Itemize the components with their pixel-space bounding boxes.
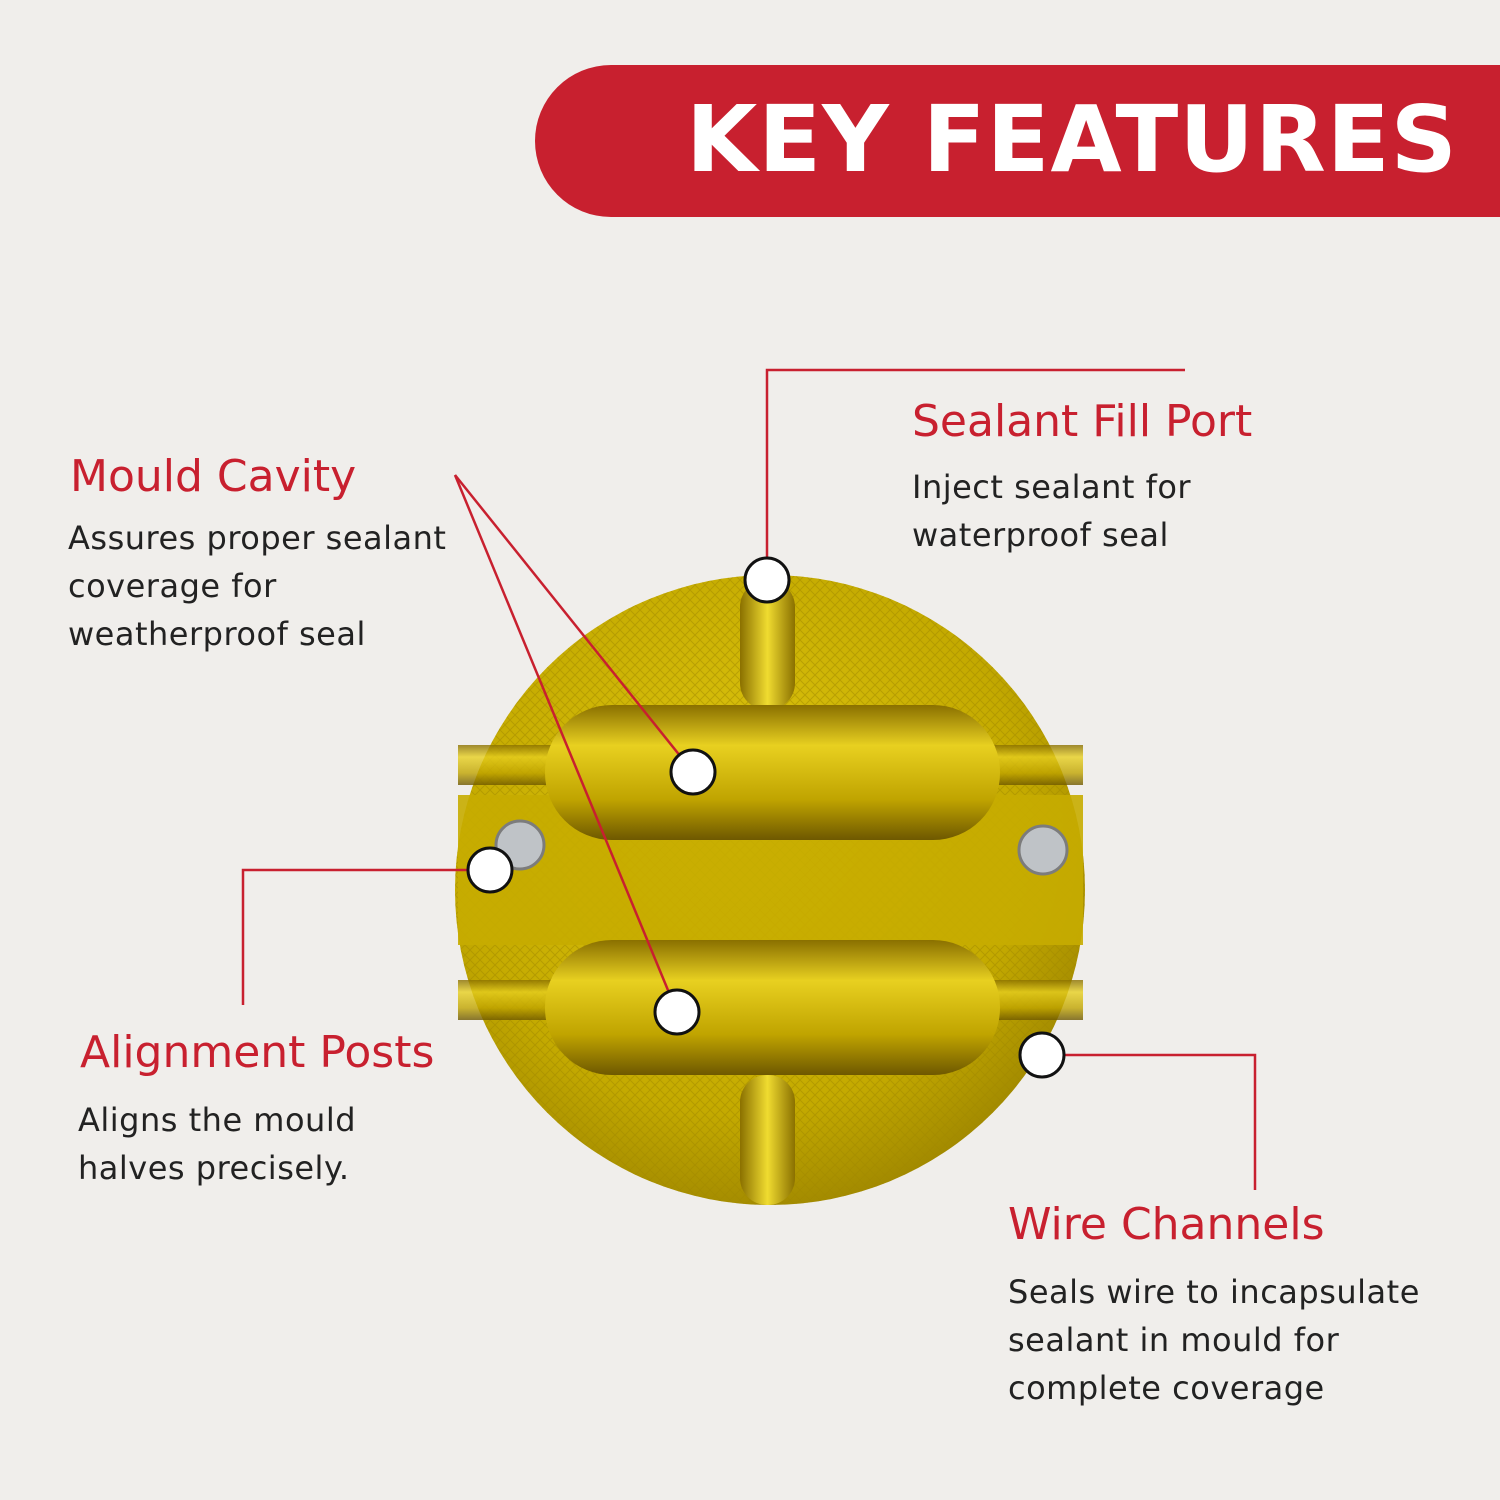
cavity-marker-upper [669, 748, 717, 796]
feature-title-alignment-posts: Alignment Posts [80, 1027, 435, 1078]
lower-cavity [545, 940, 1000, 1075]
upper-cavity [545, 705, 1000, 840]
alignment-post-marker [466, 846, 514, 894]
feature-desc-sealant-fill-port: Inject sealant for waterproof seal [912, 468, 1192, 554]
banner-title: KEY FEATURES [686, 86, 1458, 193]
feature-desc-mould-cavity: Assures proper sealant coverage for weat… [68, 519, 447, 653]
cavity-marker-lower [653, 988, 701, 1036]
mould-disk [455, 575, 1085, 1205]
feature-title-wire-channels: Wire Channels [1008, 1199, 1325, 1250]
feature-title-sealant-fill-port: Sealant Fill Port [912, 396, 1253, 447]
callout-lines [241, 368, 1257, 1190]
feature-title-mould-cavity: Mould Cavity [70, 451, 357, 502]
feature-desc-wire-channels: Seals wire to incapsulate sealant in mou… [1008, 1273, 1420, 1407]
key-features-banner [535, 65, 1500, 217]
wire-channel-marker [1018, 1031, 1066, 1079]
fill-port-marker [743, 556, 791, 604]
feature-desc-alignment-posts: Aligns the mould halves precisely. [78, 1101, 357, 1187]
alignment-post-right [1017, 824, 1069, 876]
